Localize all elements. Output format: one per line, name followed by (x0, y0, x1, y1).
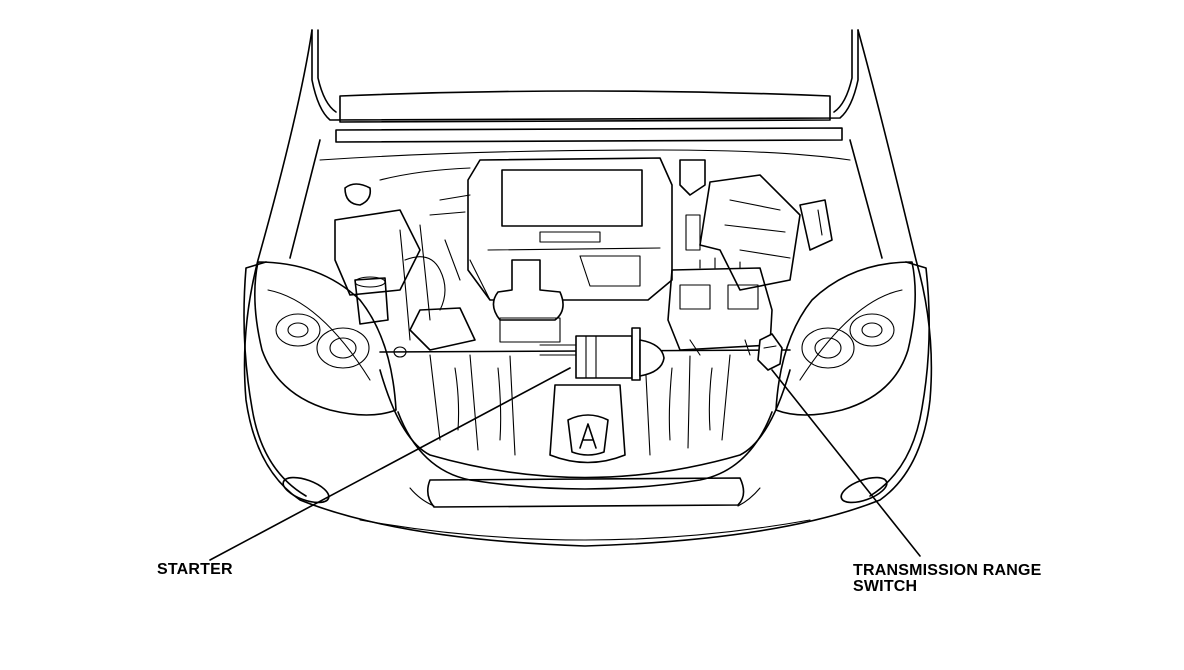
transmission-range-switch-component (757, 333, 783, 371)
air-intake (679, 159, 833, 291)
transmission-range-switch-label-line2: SWITCH (853, 578, 918, 595)
leader-lines (209, 367, 921, 561)
car-body (243, 29, 933, 547)
left-components (319, 149, 851, 358)
battery-area (667, 257, 773, 356)
starter-label: STARTER (157, 561, 233, 578)
right-headlight (775, 261, 916, 416)
engine-cover (467, 157, 673, 343)
starter-component (539, 327, 665, 381)
starter-leader-line (209, 367, 571, 561)
open-hood (311, 29, 859, 143)
front-bumper (282, 369, 888, 541)
left-headlight (254, 261, 397, 416)
transmission-range-switch-label-line1: TRANSMISSION RANGE (853, 562, 1042, 579)
grille-emblem (549, 384, 626, 464)
transmission-range-switch-leader-line (771, 369, 921, 557)
transmission-range-switch-label: TRANSMISSION RANGE SWITCH (853, 563, 1042, 595)
